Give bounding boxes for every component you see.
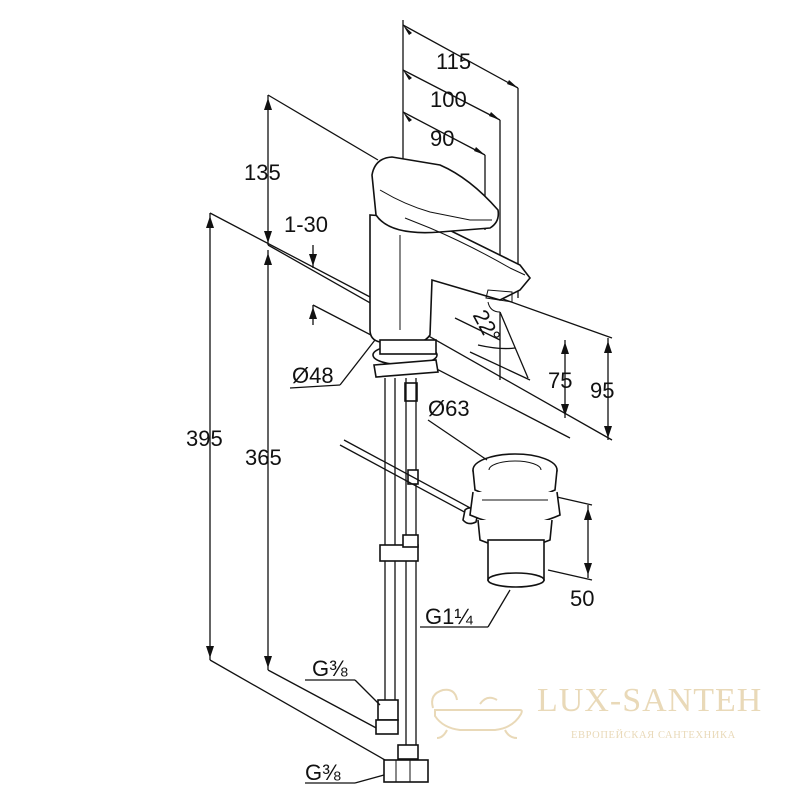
dim-395-label: 395: [186, 426, 223, 451]
bathtub-logo-icon: [431, 688, 523, 739]
height-135-dimension: [264, 94, 613, 441]
mounting-hardware: [372, 339, 439, 783]
dim-115-label: 115: [436, 49, 471, 74]
dim-dia48-label: Ø48: [292, 363, 334, 388]
dim-75-label: 75: [548, 368, 572, 393]
waste-valve: [469, 453, 561, 588]
dim-1-30-label: 1-30: [284, 212, 328, 237]
height-75-95-dimensions: [499, 297, 613, 440]
dim-90-label: 90: [430, 126, 454, 151]
dim-95-label: 95: [590, 378, 614, 403]
faucet-body: [369, 156, 532, 346]
dim-365-label: 365: [245, 445, 282, 470]
thread-g3-8-upper-label: G⅜: [312, 656, 348, 681]
watermark-brand: LUX-SANTEH: [537, 682, 763, 719]
height-395-365-dimensions: [206, 212, 386, 761]
dim-100-label: 100: [430, 87, 467, 112]
watermark: LUX-SANTEH ЕВРОПЕЙСКАЯ САНТЕХНИКА: [425, 680, 795, 750]
watermark-tagline: ЕВРОПЕЙСКАЯ САНТЕХНИКА: [571, 730, 736, 741]
dim-50-label: 50: [570, 586, 594, 611]
leader-lines: [289, 339, 511, 784]
thread-g3-8-lower-label: G⅜: [305, 760, 341, 785]
dim-135-label: 135: [244, 160, 281, 185]
spray-angle-indicator: [454, 311, 531, 381]
thread-g1-1-4-label: G1¼: [425, 604, 473, 629]
dim-dia63-label: Ø63: [428, 396, 470, 421]
popup-rod: [339, 439, 479, 525]
